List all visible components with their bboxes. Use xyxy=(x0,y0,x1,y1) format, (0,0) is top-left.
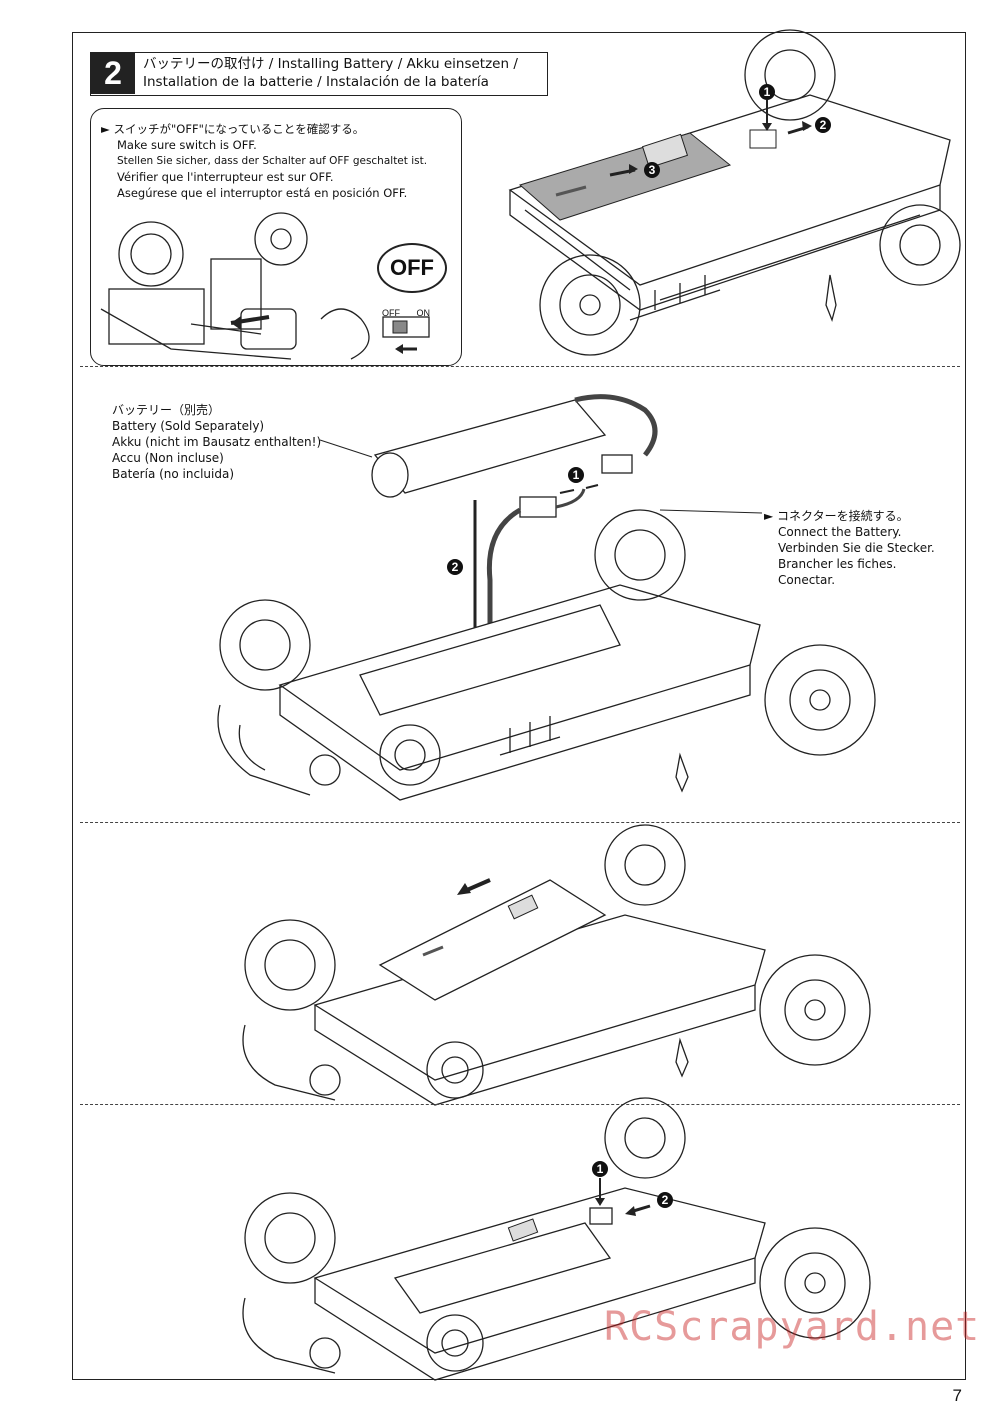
step-title-line1: バッテリーの取付け / Installing Battery / Akku ei… xyxy=(143,56,518,72)
switch-illustration xyxy=(100,212,430,360)
badge-2-top: 2 xyxy=(815,117,831,133)
switch-note-text: ► スイッチが"OFF"になっていることを確認する。 Make sure swi… xyxy=(101,121,427,201)
badge-1-final: 1 xyxy=(592,1161,608,1177)
connector-label-ja: ► コネクターを接続する。 xyxy=(764,509,909,523)
svg-text:2: 2 xyxy=(452,560,459,574)
svg-text:2: 2 xyxy=(820,118,827,132)
watermark: RCScrapyard.net xyxy=(604,1304,981,1350)
badge-3-top: 3 xyxy=(644,162,660,178)
chassis-illustration-cover xyxy=(242,824,871,1106)
connector-label-fr: Brancher les fiches. xyxy=(778,557,897,571)
badge-2-battery: 2 xyxy=(447,559,463,575)
badge-1-battery: 1 xyxy=(568,467,584,483)
switch-on-label: ON xyxy=(416,308,431,318)
battery-label-de: Akku (nicht im Bausatz enthalten!) xyxy=(112,435,322,449)
badge-2-final: 2 xyxy=(657,1192,673,1208)
switch-note-box: ► スイッチが"OFF"になっていることを確認する。 Make sure swi… xyxy=(90,108,462,366)
switch-note-fr: Vérifier que l'interrupteur est sur OFF. xyxy=(117,170,334,184)
svg-text:1: 1 xyxy=(573,468,580,482)
switch-position-labels: OFF ON xyxy=(382,308,430,318)
page-frame xyxy=(72,32,966,1380)
step-header: 2 バッテリーの取付け / Installing Battery / Akku … xyxy=(90,52,548,96)
connector-label-de: Verbinden Sie die Stecker. xyxy=(778,541,935,555)
svg-text:1: 1 xyxy=(597,1162,604,1176)
battery-label-en: Battery (Sold Separately) xyxy=(112,419,265,433)
battery-label-ja: バッテリー（別売） xyxy=(112,403,221,417)
battery-label: バッテリー（別売） Battery (Sold Separately) Akku… xyxy=(112,402,321,482)
switch-note-en: Make sure switch is OFF. xyxy=(117,138,257,152)
connector-label: ► コネクターを接続する。 Connect the Battery. Verbi… xyxy=(764,508,935,588)
chassis-illustration-final: 1 2 xyxy=(242,1097,871,1381)
switch-note-ja: ► スイッチが"OFF"になっていることを確認する。 xyxy=(101,122,365,136)
switch-off-label: OFF xyxy=(382,308,400,318)
battery-label-fr: Accu (Non incluse) xyxy=(112,451,224,465)
divider-2 xyxy=(80,822,960,823)
connector-label-es: Conectar. xyxy=(778,573,836,587)
chassis-illustration-battery: 1 2 xyxy=(217,394,876,801)
badge-1-top: 1 xyxy=(759,84,775,100)
connector-label-en: Connect the Battery. xyxy=(778,525,902,539)
divider-3 xyxy=(80,1104,960,1105)
page-number: 7 xyxy=(952,1386,962,1405)
off-callout: OFF xyxy=(377,243,447,293)
battery-label-es: Batería (no incluida) xyxy=(112,467,235,481)
divider-1 xyxy=(80,366,960,367)
svg-text:1: 1 xyxy=(764,85,771,99)
step-title-line2: Installation de la batterie / Instalació… xyxy=(143,74,489,90)
switch-note-de: Stellen Sie sicher, dass der Schalter au… xyxy=(117,155,428,167)
svg-text:3: 3 xyxy=(649,163,656,177)
step-number: 2 xyxy=(91,53,135,94)
svg-text:2: 2 xyxy=(662,1193,669,1207)
switch-note-es: Asegúrese que el interruptor está en pos… xyxy=(117,186,408,200)
step-title: バッテリーの取付け / Installing Battery / Akku ei… xyxy=(143,55,518,91)
chassis-illustration-top: 1 2 3 xyxy=(508,29,961,356)
